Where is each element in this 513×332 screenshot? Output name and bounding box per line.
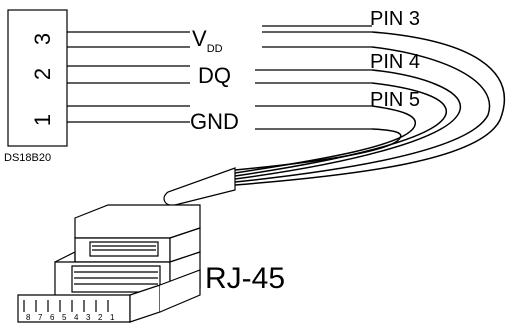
pin-4-label: PIN 4 (370, 51, 420, 73)
rj45-pin-7: 7 (38, 313, 43, 322)
cable-jacket (163, 167, 236, 206)
cable-wires (234, 31, 506, 186)
sensor-pin-1: 1 (30, 114, 55, 126)
wire-vdd (67, 25, 372, 48)
rj45-pin-6: 6 (50, 313, 55, 322)
wire-gnd (67, 105, 372, 130)
rj45-pin-8: 8 (26, 313, 31, 322)
sensor-pin-3: 3 (30, 33, 55, 45)
rj45-pin-numbers: 8 7 6 5 4 3 2 1 (26, 313, 115, 322)
wire-dq (67, 65, 372, 84)
sensor-pin-2: 2 (30, 68, 55, 80)
rj45-plug (17, 204, 201, 323)
vdd-subscript: DD (207, 43, 223, 55)
sensor-label: DS18B20 (4, 152, 51, 164)
dq-label: DQ (198, 63, 231, 88)
pin-5-label: PIN 5 (370, 89, 420, 111)
rj45-pin-5: 5 (62, 313, 67, 322)
rj45-pin-2: 2 (98, 313, 103, 322)
vdd-label: VDD (192, 26, 223, 55)
sensor-body (7, 9, 68, 147)
sensor-pin-numbers: 3 2 1 (30, 33, 55, 126)
connector-label: RJ-45 (205, 262, 285, 295)
rj45-pin-4: 4 (74, 313, 79, 322)
rj45-pin-1: 1 (110, 313, 115, 322)
rj45-pin-3: 3 (86, 313, 91, 322)
pin-3-label: PIN 3 (370, 8, 420, 30)
gnd-label: GND (190, 109, 239, 134)
